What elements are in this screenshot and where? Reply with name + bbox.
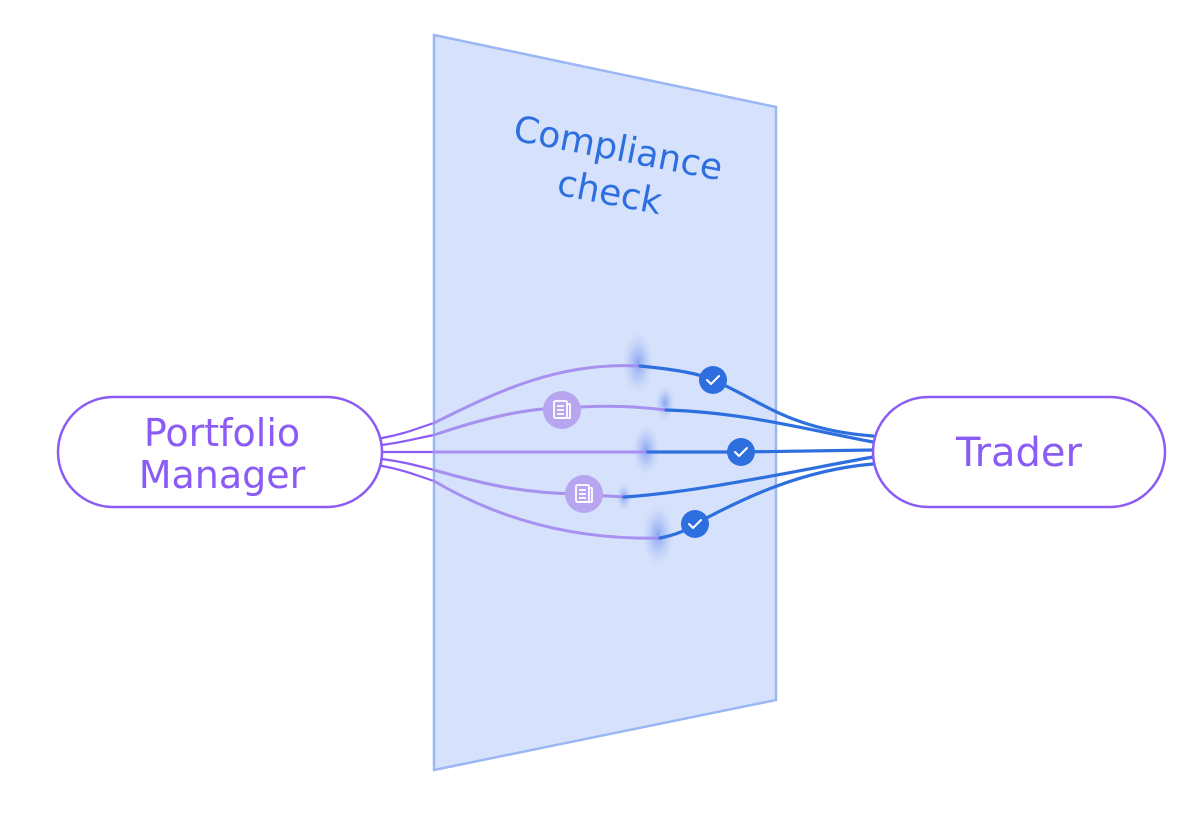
portfolio-manager-node: Portfolio Manager	[56, 395, 384, 509]
check-icon	[734, 447, 748, 457]
check-badge-2	[727, 438, 755, 466]
check-icon	[688, 519, 702, 529]
document-icon	[575, 484, 593, 503]
trader-pill	[871, 395, 1167, 509]
check-badge-circle	[699, 366, 727, 394]
document-icon	[553, 400, 571, 419]
check-badge-circle	[727, 438, 755, 466]
portfolio-manager-pill	[56, 395, 384, 509]
check-badge-circle	[681, 510, 709, 538]
check-badge-1	[699, 366, 727, 394]
portfolio-manager-label-line2: Manager	[139, 453, 306, 497]
document-badge-2	[565, 475, 603, 513]
check-icon	[706, 375, 720, 385]
document-badge-1	[543, 391, 581, 429]
source-fan-lines	[380, 421, 436, 483]
portfolio-manager-label-line1: Portfolio	[144, 411, 300, 455]
check-badge-3	[681, 510, 709, 538]
trader-node: Trader	[871, 395, 1167, 509]
trader-label: Trader	[955, 430, 1083, 476]
compliance-plane	[432, 33, 778, 772]
